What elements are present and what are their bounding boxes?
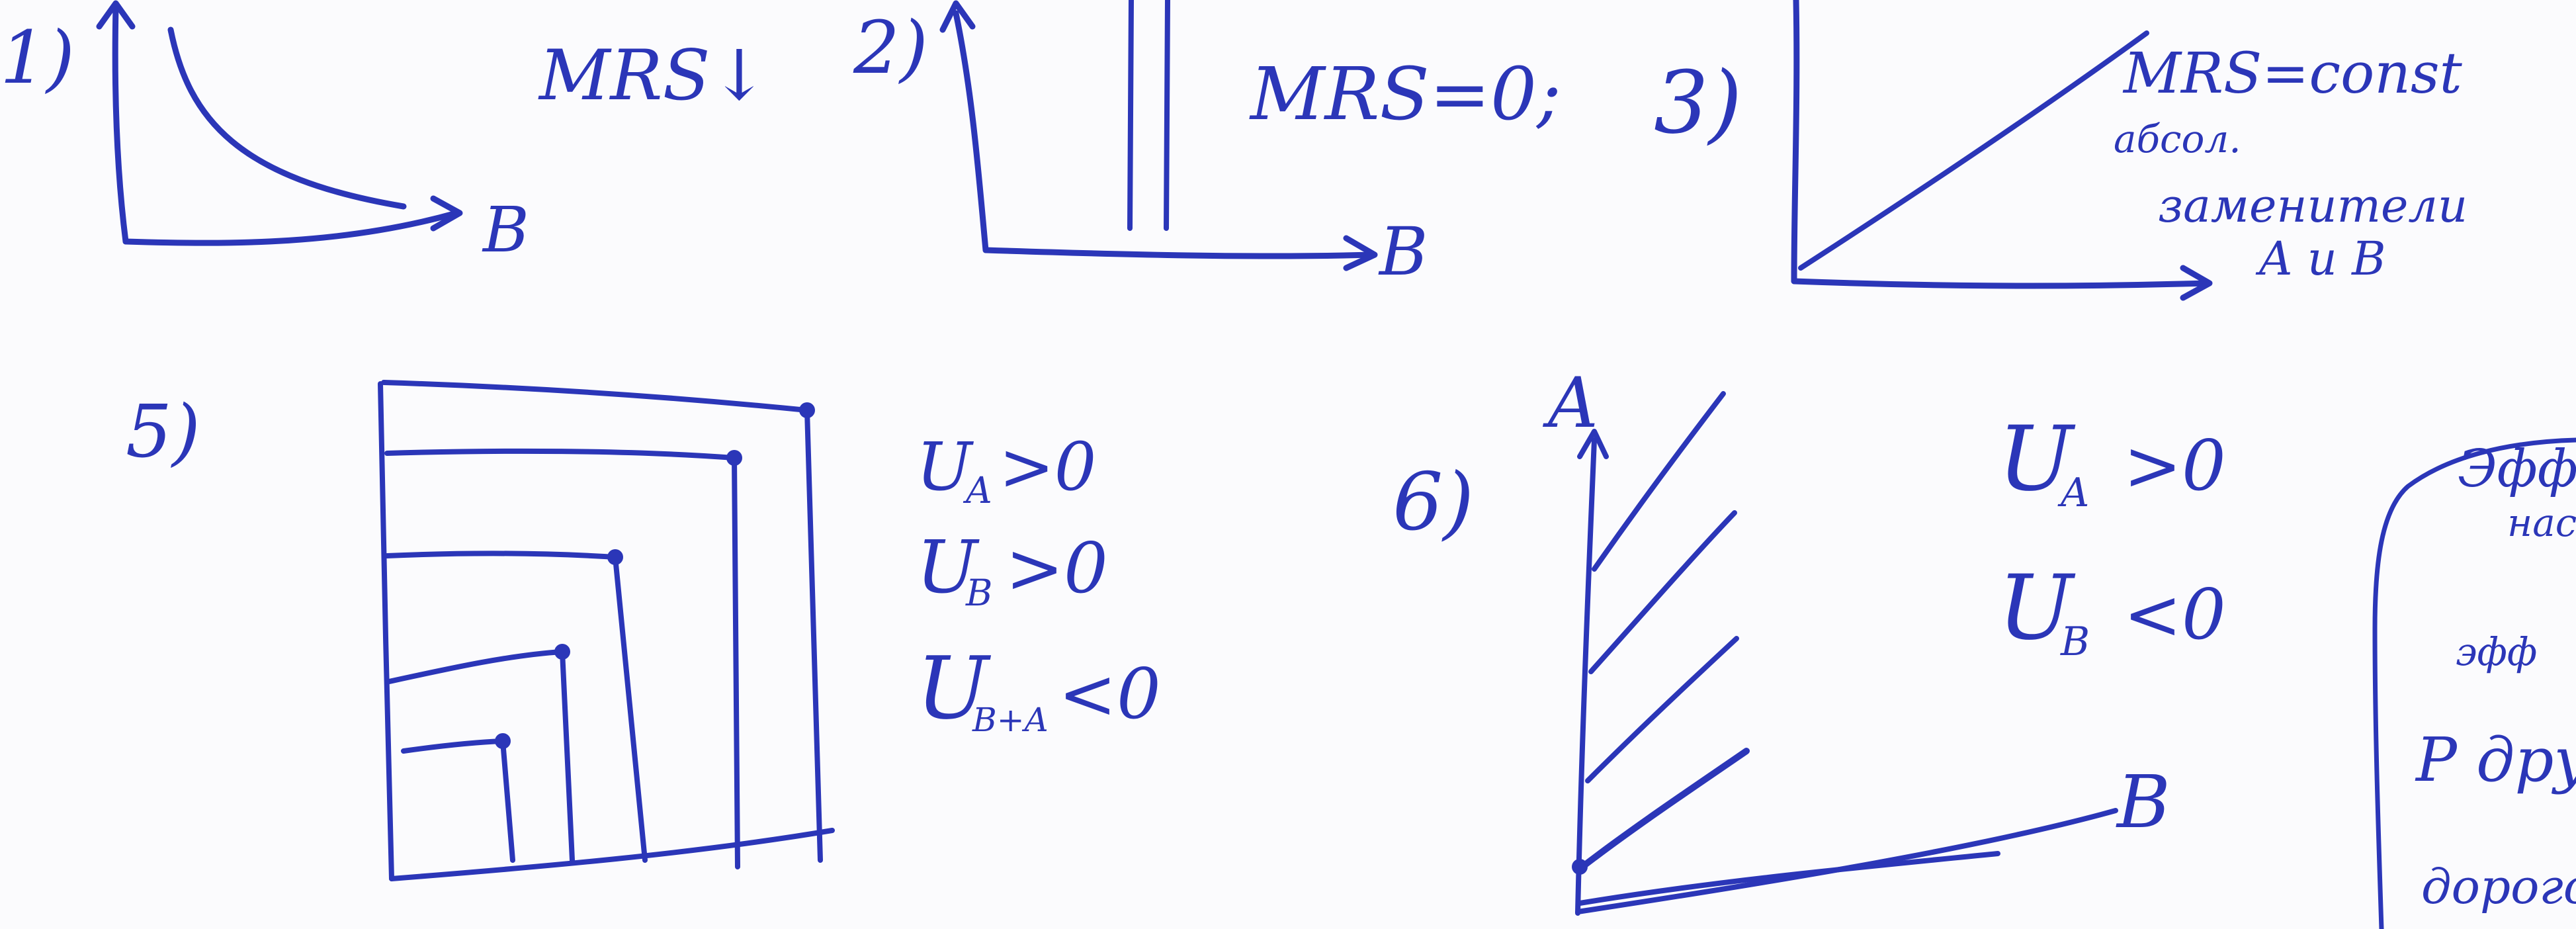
- cond2-sub: B: [965, 572, 992, 614]
- panel-3-note-line4: A и B: [2255, 232, 2386, 286]
- side-note-line1: Эфф: [2458, 439, 2576, 499]
- panel-1-x-arrow: [430, 195, 463, 232]
- panel-3: 3) MRS=const абсол. заменители A и B: [1654, 0, 2468, 301]
- panel-6-origin-dot: [1572, 859, 1588, 875]
- panel-5-curve-2: [384, 448, 740, 869]
- panel-3-y-axis: [1791, 0, 1800, 285]
- panel-5-kink-2: [726, 450, 742, 466]
- side-note-bracket: [2372, 437, 2576, 929]
- side-note: Эфф нас эфф P дру дорого: [2372, 437, 2576, 929]
- panel-1-indifference-curve: [167, 26, 407, 210]
- panel-6-indiff-line-3: [1585, 636, 1739, 783]
- panel-5-condition-3: U B+A <0: [916, 638, 1161, 739]
- p6-cond2-rest: <0: [2124, 574, 2226, 655]
- side-note-line5: дорого: [2421, 859, 2576, 914]
- panel-5-condition-1: U A >0: [916, 428, 1096, 511]
- panel-5-number: 5): [126, 389, 200, 474]
- panel-1-note: MRS↓: [538, 35, 768, 116]
- side-note-line3: эфф: [2456, 629, 2537, 674]
- panel-3-x-axis: [1791, 278, 2210, 289]
- panel-6-y-arrow: [1577, 429, 1609, 459]
- panel-1-y-axis: [112, 3, 129, 245]
- panel-5-curve-4: [386, 649, 575, 863]
- panel-5-curve-1: [381, 380, 823, 863]
- cond2-main: U: [916, 525, 980, 609]
- panel-2-x-label: B: [1378, 213, 1428, 290]
- panel-5-condition-2: U B >0: [916, 525, 1108, 614]
- side-note-line4: P дру: [2415, 725, 2576, 795]
- panel-2-note: MRS=0;: [1249, 52, 1561, 136]
- panel-6-condition-2: U B <0: [1998, 556, 2226, 665]
- cond3-sub: B+A: [972, 701, 1049, 739]
- panel-6-condition-1: U A >0: [1998, 407, 2226, 516]
- panel-6-indiff-line-2: [1588, 510, 1737, 674]
- p6-cond1-main: U: [1998, 407, 2076, 511]
- panel-2-y-axis: [953, 10, 989, 253]
- panel-6-y-axis: [1575, 437, 1597, 916]
- panel-2: 2) B MRS=0;: [853, 0, 1561, 290]
- panel-3-note-line3: заменители: [2158, 179, 2468, 233]
- panel-1: 1) B MRS↓: [0, 0, 768, 267]
- panel-5-curve-5: [401, 738, 515, 863]
- panel-5-kink-3: [607, 549, 623, 565]
- panel-5-kink-5: [495, 733, 511, 749]
- panel-2-y-arrow: [939, 0, 976, 33]
- panel-2-x-axis: [982, 247, 1376, 259]
- side-note-line2: нас: [2507, 500, 2576, 545]
- cond3-main: U: [916, 638, 992, 738]
- panel-5: 5) U A >0 U B >0 U B+A <0: [126, 380, 1161, 881]
- panel-5-x-axis: [389, 828, 835, 881]
- panel-3-note-line2: абсол.: [2114, 116, 2241, 161]
- cond3-rest: <0: [1058, 654, 1161, 734]
- panel-6-y-label: A: [1543, 363, 1598, 443]
- panel-5-kink-4: [554, 644, 570, 660]
- panel-2-x-arrow: [1343, 235, 1378, 271]
- panel-6: 6) A B U A >0 U B <0: [1393, 363, 2226, 916]
- cond1-main: U: [916, 428, 974, 506]
- panel-3-linear-curve: [1798, 30, 2149, 271]
- p6-cond1-rest: >0: [2124, 425, 2226, 506]
- panel-6-x-label: B: [2116, 760, 2170, 844]
- panel-6-indiff-line-1: [1592, 391, 1726, 572]
- panel-3-number: 3): [1654, 52, 1742, 153]
- p6-cond2-sub: B: [2060, 619, 2090, 665]
- cond2-rest: >0: [1006, 528, 1108, 609]
- p6-cond2-main: U: [1998, 556, 2076, 660]
- panel-3-x-arrow: [2180, 265, 2213, 301]
- panel-6-number: 6): [1393, 457, 1474, 549]
- panel-2-vertical-curve-a: [1127, 0, 1134, 231]
- panel-1-y-arrow: [96, 0, 136, 30]
- panel-2-number: 2): [853, 5, 928, 90]
- panel-1-x-label: B: [482, 194, 529, 267]
- panel-5-curve-3: [384, 551, 648, 863]
- panel-6-indiff-line-4: [1579, 748, 1750, 870]
- cond1-sub: A: [963, 469, 992, 511]
- panel-6-x-axis: [1575, 808, 2118, 914]
- panel-1-x-axis: [122, 210, 460, 246]
- panel-6-indiff-line-5: [1577, 851, 2000, 906]
- panel-5-y-axis: [378, 381, 394, 881]
- panel-1-number: 1): [0, 15, 75, 100]
- panel-2-vertical-curve-b: [1164, 0, 1170, 231]
- p6-cond1-sub: A: [2057, 470, 2089, 516]
- panel-5-kink-1: [799, 402, 815, 418]
- cond1-rest: >0: [999, 428, 1096, 506]
- panel-3-note-line1: MRS=const: [2122, 41, 2463, 107]
